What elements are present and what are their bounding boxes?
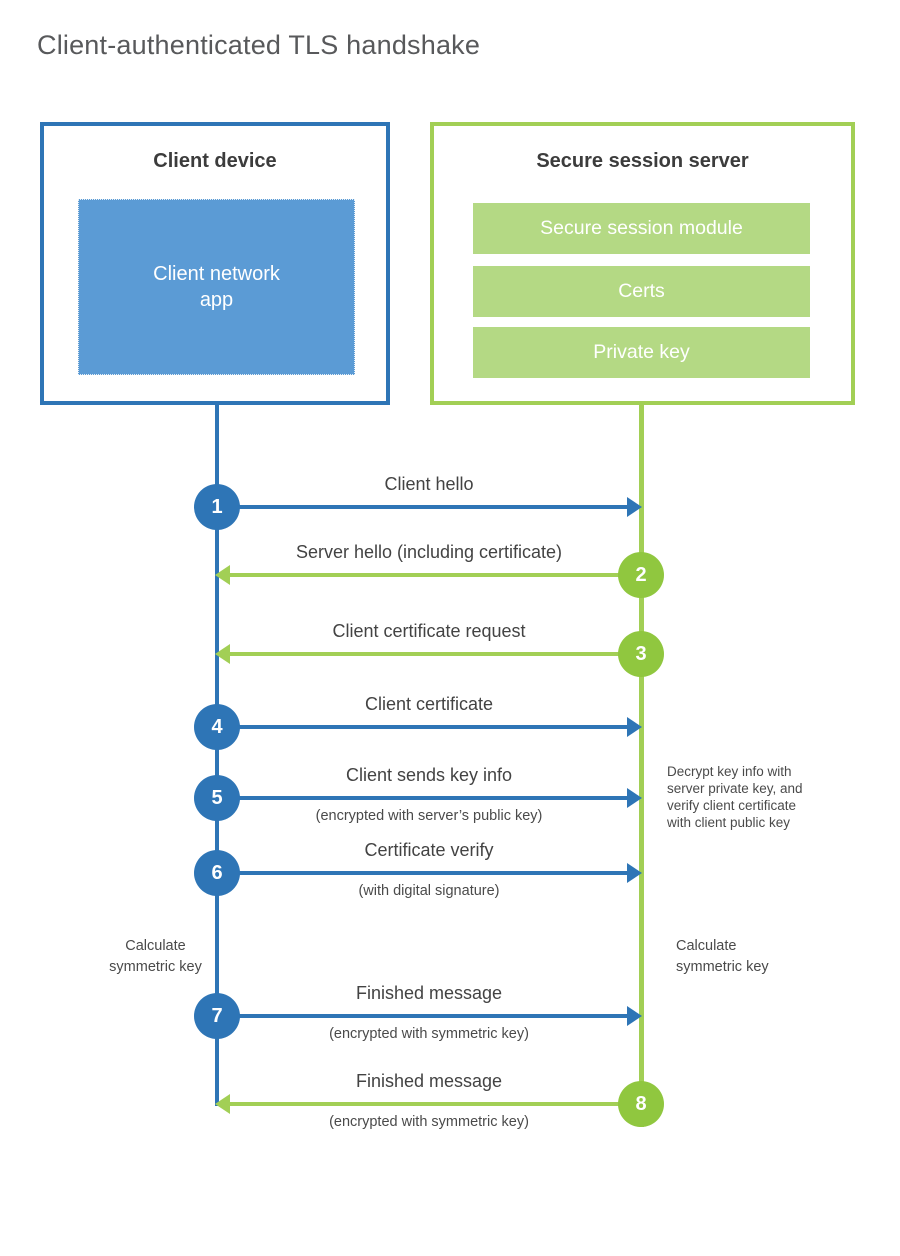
arrow-shaft bbox=[218, 725, 628, 729]
arrowhead-left-icon bbox=[215, 1094, 230, 1114]
step-circle: 4 bbox=[194, 704, 240, 750]
message-sublabel: (with digital signature) bbox=[358, 883, 500, 899]
step-circle: 3 bbox=[618, 631, 664, 677]
step-circle: 2 bbox=[618, 552, 664, 598]
step-circle: 8 bbox=[618, 1081, 664, 1127]
server-certs-bar: Certs bbox=[473, 266, 810, 317]
arrowhead-right-icon bbox=[627, 717, 642, 737]
client-lifeline bbox=[215, 405, 219, 1106]
arrow-shaft bbox=[218, 871, 628, 875]
arrowhead-right-icon bbox=[627, 788, 642, 808]
message-label: Client hello bbox=[384, 474, 474, 494]
message-label: Finished message bbox=[355, 983, 503, 1003]
step-circle: 7 bbox=[194, 993, 240, 1039]
arrowhead-right-icon bbox=[627, 497, 642, 517]
calculate-symmetric-key-note-server: Calculate symmetric key bbox=[676, 938, 769, 975]
arrow-shaft bbox=[229, 652, 641, 656]
client-device-box: Client device Client network app bbox=[40, 122, 390, 405]
message-sublabel: (encrypted with server’s public key) bbox=[315, 808, 543, 824]
server-title: Secure session server bbox=[536, 150, 749, 172]
decrypt-key-note: Decrypt key info with server private key… bbox=[667, 764, 803, 830]
client-network-app-box: Client network app bbox=[78, 199, 355, 375]
message-label: Client certificate bbox=[364, 694, 494, 714]
server-lifeline bbox=[639, 405, 644, 1127]
arrow-shaft bbox=[218, 796, 628, 800]
message-label: Server hello (including certificate) bbox=[295, 542, 563, 562]
arrowhead-right-icon bbox=[627, 1006, 642, 1026]
server-module-bar: Secure session module bbox=[473, 203, 810, 254]
arrowhead-right-icon bbox=[627, 863, 642, 883]
secure-session-server-box: Secure session server Secure session mod… bbox=[430, 122, 855, 405]
client-app-label-line2: app bbox=[199, 289, 234, 311]
step-circle: 6 bbox=[194, 850, 240, 896]
step-circle: 5 bbox=[194, 775, 240, 821]
message-label: Certificate verify bbox=[364, 840, 494, 860]
client-app-label-line1: Client network bbox=[153, 263, 280, 285]
message-label: Client sends key info bbox=[345, 765, 513, 785]
message-sublabel: (encrypted with symmetric key) bbox=[329, 1026, 529, 1042]
message-label: Client certificate request bbox=[332, 621, 526, 641]
step-circle: 1 bbox=[194, 484, 240, 530]
message-label: Finished message bbox=[355, 1071, 503, 1091]
calculate-symmetric-key-note-client: Calculate symmetric key bbox=[109, 938, 202, 975]
arrowhead-left-icon bbox=[215, 565, 230, 585]
arrow-shaft bbox=[229, 1102, 641, 1106]
arrowhead-left-icon bbox=[215, 644, 230, 664]
arrow-shaft bbox=[218, 1014, 628, 1018]
arrow-shaft bbox=[218, 505, 628, 509]
client-device-title: Client device bbox=[153, 150, 277, 172]
page-title: Client-authenticated TLS handshake bbox=[37, 30, 481, 60]
message-sublabel: (encrypted with symmetric key) bbox=[329, 1114, 529, 1130]
arrow-shaft bbox=[229, 573, 641, 577]
server-private-key-bar: Private key bbox=[473, 327, 810, 378]
